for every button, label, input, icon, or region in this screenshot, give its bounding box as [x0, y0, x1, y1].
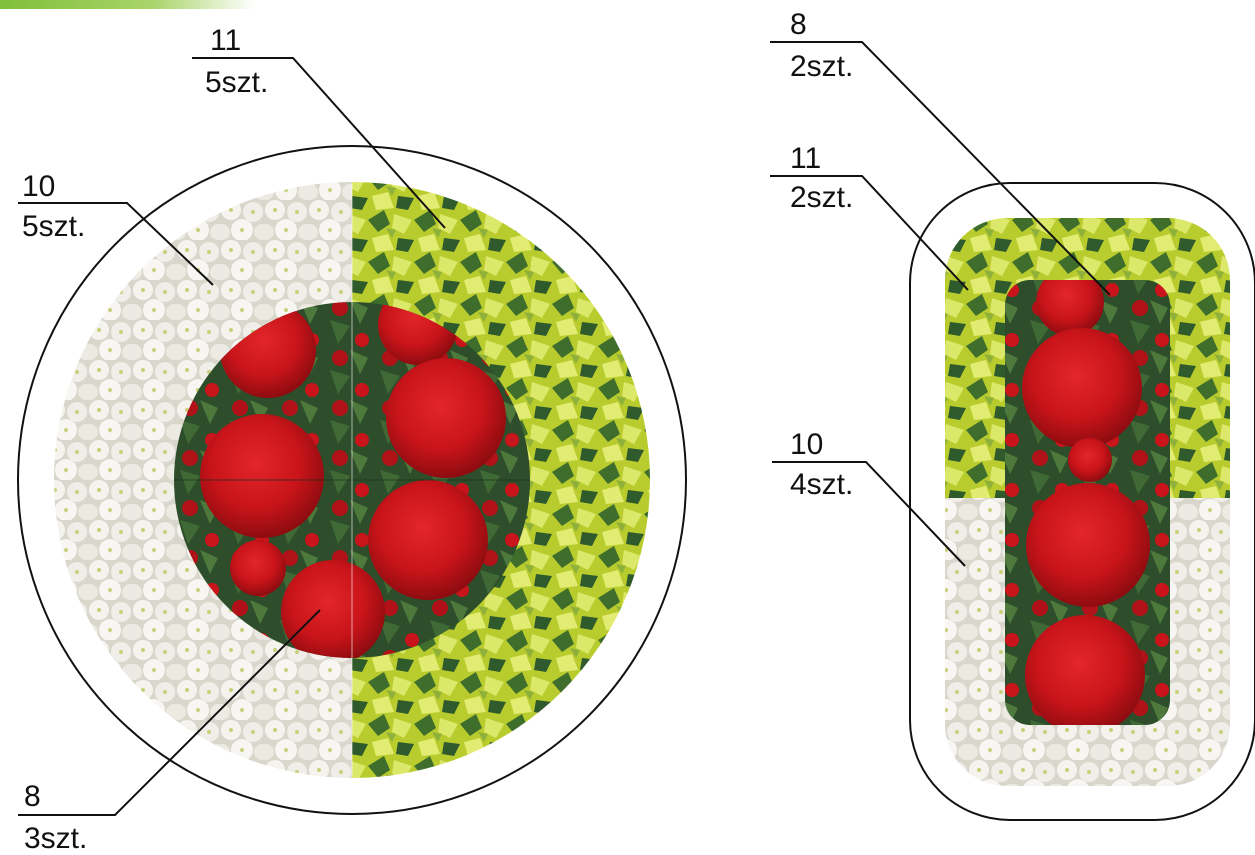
- callout-number: 8: [24, 780, 41, 813]
- callout-count: 2szt.: [790, 181, 853, 214]
- callout-count: 5szt.: [205, 66, 268, 99]
- geranium-flower: [230, 540, 286, 596]
- geranium-flower: [200, 414, 324, 538]
- callout-number: 11: [210, 24, 241, 57]
- geranium-flower: [1026, 483, 1150, 607]
- geranium-flower: [386, 358, 506, 478]
- callout-count: 5szt.: [22, 210, 85, 243]
- oval-red-geranium-zone: [1005, 268, 1170, 735]
- callout-number: 11: [790, 142, 821, 175]
- callout-number: 8: [790, 8, 807, 41]
- callout-oval-11: 11 2szt.: [770, 142, 968, 290]
- oval-flower-bed: [910, 183, 1255, 820]
- round-flower-bed: [18, 146, 686, 814]
- geranium-flower: [1025, 615, 1145, 735]
- geranium-flower: [368, 480, 488, 600]
- callout-oval-10: 10 4szt.: [772, 428, 965, 566]
- callout-number: 10: [22, 170, 55, 203]
- callout-count: 2szt.: [790, 50, 853, 83]
- callout-number: 10: [790, 428, 823, 461]
- callout-count: 3szt.: [24, 822, 87, 855]
- geranium-flower: [1068, 438, 1112, 482]
- callout-count: 4szt.: [790, 468, 853, 501]
- geranium-flower: [281, 560, 385, 664]
- geranium-flower: [1022, 328, 1142, 448]
